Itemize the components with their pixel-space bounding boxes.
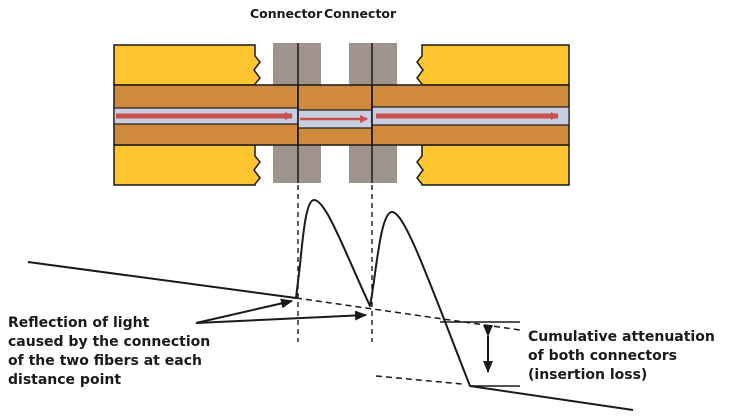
left-fiber-jacket-top [113, 44, 261, 86]
right-fiber-jacket-top [416, 44, 570, 86]
left-fiber [113, 44, 299, 186]
reflection-label-line-1: Reflection of light [8, 315, 150, 331]
pointer-arrow-1 [195, 298, 293, 324]
right-fiber-jacket-bottom [416, 144, 570, 186]
attenuation-label-line-3: (insertion loss) [528, 367, 647, 383]
otdr-trace [27, 199, 634, 411]
reflection-label-line-3: of the two fibers at each [8, 353, 202, 369]
extrapolated-baseline [295, 297, 521, 331]
attenuation-label-line-2: of both connectors [528, 348, 677, 364]
attenuation-annotation: Cumulative attenuation of both connector… [528, 329, 715, 383]
pointer-arrow-2 [195, 310, 367, 324]
attenuation-lower-extension [375, 375, 463, 385]
connector-header: Connector Connector [250, 6, 397, 21]
connection-planes [297, 43, 373, 342]
attenuation-label-line-1: Cumulative attenuation [528, 329, 715, 345]
right-fiber [371, 44, 570, 186]
connector-label-2: Connector [324, 6, 397, 21]
reflection-label-line-4: distance point [8, 372, 121, 388]
left-fiber-jacket-bottom [113, 144, 261, 186]
reflection-annotation: Reflection of light caused by the connec… [8, 315, 210, 388]
connector-label-1: Connector [250, 6, 323, 21]
otdr-trace-line [27, 199, 634, 411]
middle-fiber [297, 84, 373, 146]
reflection-pointers [195, 298, 367, 324]
reflection-label-line-2: caused by the connection [8, 334, 210, 350]
